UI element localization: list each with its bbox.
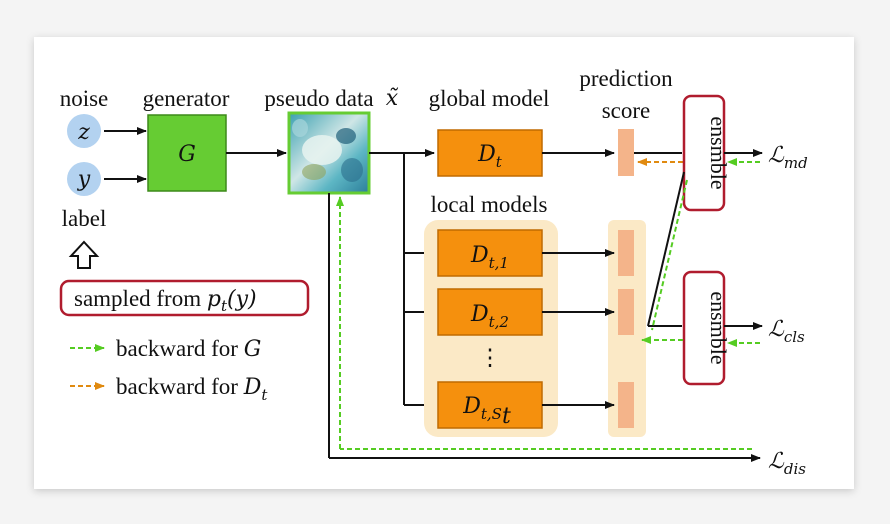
score-label: score (602, 98, 651, 123)
local-model-s-box (437, 381, 543, 429)
z-input-circle (67, 114, 101, 148)
green-backward-cross (651, 179, 688, 331)
local-model-1-box (437, 229, 543, 277)
y-symbol: y (77, 167, 91, 192)
legend-backward-g: backward for G (116, 336, 261, 362)
up-arrow-icon (68, 240, 100, 269)
generator-symbol: G (178, 142, 196, 167)
sampled-from-text: sampled from pt(y) (74, 286, 257, 315)
global-model-label: global model (429, 86, 550, 111)
ensemble-bottom-label: ensmble (706, 291, 731, 364)
local-model-s-symbol: Dt,St (462, 394, 511, 429)
local-score-bar-s (618, 382, 634, 428)
local-score-bar-2 (618, 289, 634, 335)
loss-md: ℒmd (768, 143, 808, 172)
ensemble-bottom-box (682, 270, 726, 386)
loss-dis: ℒdis (768, 449, 806, 478)
noise-label: noise (60, 86, 109, 111)
loss-cls: ℒcls (768, 317, 805, 346)
local-model-2-box (437, 288, 543, 336)
pseudo-data-image (287, 111, 371, 195)
local-models-label: local models (431, 192, 548, 217)
sampled-from-box (59, 279, 310, 317)
ensemble-cross-line-black (647, 171, 685, 327)
global-score-bar (618, 129, 634, 176)
prediction-label: prediction (579, 66, 673, 91)
legend-backward-d: backward for Dt (116, 374, 268, 404)
y-input-circle (67, 162, 101, 196)
ellipsis: ⋮ (479, 345, 502, 370)
z-symbol: z (77, 120, 90, 145)
local-model-1-symbol: Dt,1 (470, 243, 509, 272)
global-model-symbol: Dt (477, 142, 503, 171)
generator-box (147, 114, 227, 192)
local-model-2-symbol: Dt,2 (470, 302, 509, 331)
local-score-bar-1 (618, 230, 634, 276)
pseudo-data-symbol: x̃ (386, 86, 399, 111)
label-text: label (62, 206, 107, 231)
generator-label: generator (143, 86, 230, 111)
global-model-box (437, 129, 543, 177)
pseudo-data-label: pseudo data (264, 86, 373, 111)
